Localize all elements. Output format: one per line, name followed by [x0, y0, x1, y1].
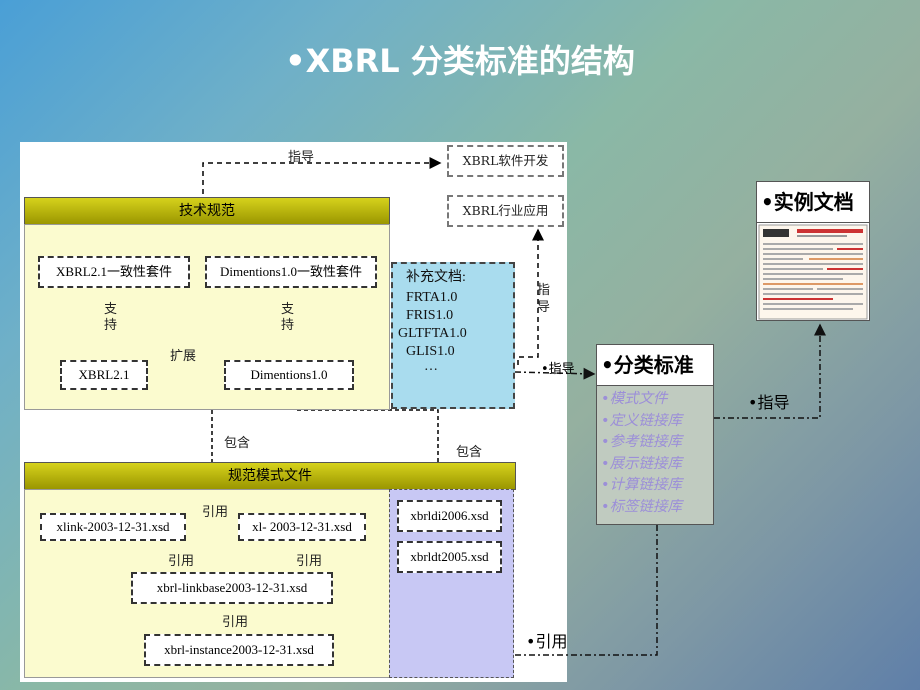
supp-item: …: [424, 359, 438, 374]
support-right-label: 支持: [281, 302, 295, 333]
ref-bottom-arrow: [334, 525, 658, 661]
guide-top-label: 指导: [288, 150, 315, 165]
instance-doc-box: 实例文档: [756, 181, 870, 321]
supp-item: FRIS1.0: [406, 308, 454, 323]
taxonomy-items: 模式文件 定义链接库 参考链接库 展示链接库 计算链接库 标签链接库: [597, 386, 713, 518]
taxonomy-item: 展示链接库: [597, 454, 713, 476]
guide-vertical-label: 指导: [537, 283, 551, 315]
ref-bottom-label: 引用: [526, 628, 567, 652]
tech-spec-band: 技术规范: [24, 197, 390, 225]
taxonomy-head: 分类标准: [597, 345, 713, 386]
taxonomy-item: 参考链接库: [597, 432, 713, 454]
document-thumbnail-icon: [758, 224, 868, 320]
extend-label: 扩展: [170, 349, 197, 364]
contains-left-label: 包含: [224, 436, 251, 451]
conformance-dim-box: Dimentions1.0一致性套件: [205, 256, 377, 288]
support-left-label: 支持: [104, 302, 118, 333]
industry-app-box: XBRL行业应用: [447, 195, 564, 227]
guide-right-arrow: [714, 323, 826, 419]
software-dev-box: XBRL软件开发: [447, 145, 564, 177]
supp-title: 补充文档:: [406, 270, 466, 285]
supp-item: GLTFTA1.0: [398, 326, 467, 341]
guide-mid-arrow: [514, 367, 596, 380]
instance-box: xbrl-instance2003-12-31.xsd: [144, 634, 334, 666]
supp-item: FRTA1.0: [406, 290, 458, 305]
instance-doc-head: 实例文档: [757, 182, 869, 223]
conformance-21-box: XBRL2.1一致性套件: [38, 256, 190, 288]
ref-label: 引用: [296, 554, 323, 569]
supp-item: GLIS1.0: [406, 344, 455, 359]
linkbase-box: xbrl-linkbase2003-12-31.xsd: [131, 572, 333, 604]
contains-right-label: 包含: [456, 445, 483, 460]
guide-mid-label: 指导: [541, 358, 575, 377]
taxonomy-item: 定义链接库: [597, 411, 713, 433]
taxonomy-box: 分类标准 模式文件 定义链接库 参考链接库 展示链接库 计算链接库 标签链接库: [596, 344, 714, 525]
guide-vertical-arrow: [517, 228, 544, 365]
taxonomy-item: 计算链接库: [597, 475, 713, 497]
page-title: XBRL 分类标准的结构: [0, 36, 920, 82]
schema-files-band: 规范模式文件: [24, 462, 516, 490]
ref-label: 引用: [222, 615, 249, 630]
xlink-box: xlink-2003-12-31.xsd: [40, 513, 186, 541]
xbrl21-box: XBRL2.1: [60, 360, 148, 390]
ref-label: 引用: [202, 505, 229, 520]
taxonomy-item: 模式文件: [597, 389, 713, 411]
xl-box: xl- 2003-12-31.xsd: [238, 513, 366, 541]
xbrldt-box: xbrldt2005.xsd: [397, 541, 502, 573]
ref-label: 引用: [168, 554, 195, 569]
xbrldi-box: xbrldi2006.xsd: [397, 500, 502, 532]
dim10-box: Dimentions1.0: [224, 360, 354, 390]
supplementary-docs-box: [391, 262, 515, 409]
guide-top-arrow: [202, 157, 442, 194]
taxonomy-item: 标签链接库: [597, 497, 713, 519]
guide-right-label: 指导: [748, 389, 789, 413]
